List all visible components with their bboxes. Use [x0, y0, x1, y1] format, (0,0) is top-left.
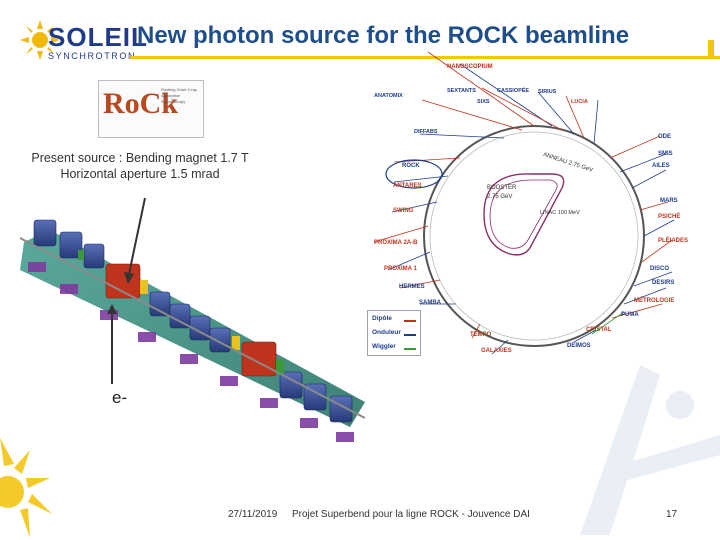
beamline-label: CRISTAL — [586, 327, 612, 333]
electron-label: e- — [112, 388, 128, 407]
legend-dipole-swatch — [404, 320, 416, 322]
beamline-label: DEIMOS — [567, 343, 591, 349]
beamline-label: SIRIUS — [538, 89, 557, 95]
beamline-label: LUCIA — [571, 99, 588, 105]
legend-dipole-label: Dipôle — [372, 315, 392, 322]
beamline-label: SWING — [393, 208, 414, 214]
beamline-label: DIFFABS — [414, 129, 438, 135]
beamline-label: PLÉIADES — [658, 238, 689, 244]
beamline-label: TEMPO — [470, 332, 492, 338]
beamline-label: ANATOMIX — [374, 93, 403, 99]
rock-logo-word: RoCk — [103, 87, 179, 120]
beamline-label: PROXIMA 2A-B — [374, 240, 418, 246]
beamline-label: PUMA — [621, 312, 639, 318]
beamline-label: NANOSCOPIUM — [447, 64, 493, 70]
beamline-label: PSICHÉ — [658, 214, 681, 220]
legend-onduleur-label: Onduleur — [372, 329, 401, 336]
ring-legend: Dipôle Onduleur Wiggler — [367, 310, 421, 356]
beamline-label: DESIRS — [652, 280, 675, 286]
beamline-label: PROXIMA 1 — [384, 266, 417, 272]
title-underline — [130, 56, 720, 59]
beamline-label: ODE — [658, 134, 672, 140]
logo-subtitle: SYNCHROTRON — [48, 51, 137, 61]
rock-logo: RoCk Rocking Chair X-ray Absorption Spec… — [98, 80, 204, 138]
synchrotron-ring-diagram — [373, 51, 675, 355]
logo-name: SOLEIL — [48, 22, 148, 52]
sun-icon — [20, 20, 60, 60]
title-underline-accent — [708, 40, 714, 58]
beamline-label: GALAXIES — [481, 348, 512, 354]
source-line-field: Present source : Bending magnet 1.7 T — [31, 151, 249, 165]
watermark-logo — [580, 365, 720, 535]
beamline-label: ANTARES — [393, 183, 422, 189]
page-number: 17 — [666, 509, 678, 520]
beamline-label: SMIS — [658, 151, 673, 157]
beamline-label: SEXTANTS — [447, 88, 476, 94]
legend-wiggler-label: Wiggler — [372, 343, 396, 350]
booster-label: BOOSTER — [487, 185, 517, 191]
beamline-label: MÉTROLOGIE — [634, 298, 675, 304]
beamline-label: CASSIOPÉE — [497, 88, 530, 94]
legend-wiggler-swatch — [404, 348, 416, 350]
beamline-label: SIXS — [477, 99, 490, 105]
corner-sun-icon — [0, 438, 52, 538]
linac-label: LINAC 100 MeV — [540, 210, 580, 216]
beamline-label: ROCK — [402, 163, 420, 169]
booster-energy: 2.75 GeV — [487, 194, 513, 200]
source-description: Present source : Bending magnet 1.7 T Ho… — [10, 150, 270, 182]
page-title: New photon source for the ROCK beamline — [137, 22, 630, 49]
beamline-label: AILES — [652, 163, 670, 169]
beamline-label: MARS — [660, 198, 678, 204]
legend-onduleur-swatch — [404, 334, 416, 336]
footer-text: Projet Superbend pour la ligne ROCK - Jo… — [292, 509, 530, 520]
source-line-aperture: Horizontal aperture 1.5 mrad — [60, 167, 220, 181]
beamline-label: HERMES — [399, 284, 425, 290]
soleil-logo: SOLEIL SYNCHROTRON — [18, 18, 147, 66]
magnet-lattice-image — [20, 197, 365, 442]
beamline-label: DISCO — [650, 266, 670, 272]
beamline-label: SAMBA — [419, 300, 441, 306]
rock-logo-tagline: Rocking Chair X-ray Absorption Spectrosc… — [161, 87, 197, 104]
footer-date: 27/11/2019 — [228, 509, 278, 520]
